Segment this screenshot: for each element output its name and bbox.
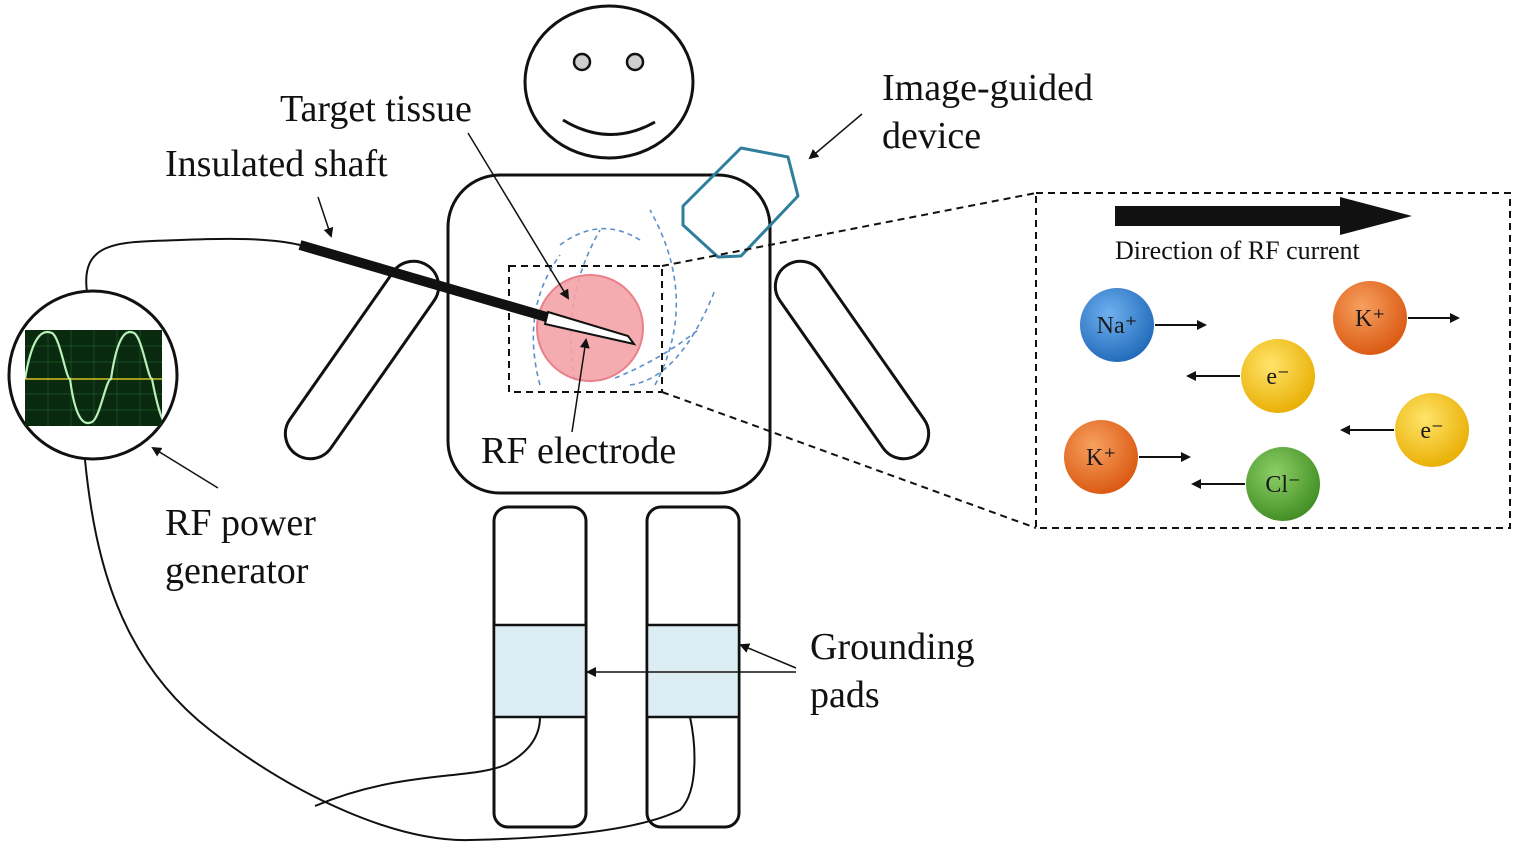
ion-1 <box>1333 281 1407 355</box>
label-rf-electrode: RF electrode <box>481 430 676 472</box>
ion-label-1: K⁺ <box>1355 306 1385 332</box>
sine-wave <box>25 330 162 425</box>
arrow-rf-electrode <box>571 338 590 433</box>
ion-label-3: e⁻ <box>1420 418 1443 444</box>
left-eye <box>572 52 592 72</box>
label-rf-power-1: RF power <box>165 502 316 544</box>
wire-pad-left <box>314 716 541 807</box>
image-guided-device <box>681 146 800 259</box>
wires <box>84 237 696 842</box>
rf-current-arrow <box>1115 197 1412 235</box>
wire-generator-to-pads <box>84 459 696 842</box>
ion-4 <box>1064 420 1138 494</box>
label-image-guided-2: device <box>882 115 981 157</box>
label-grounding-2: pads <box>810 674 880 716</box>
rf-electrode-tip <box>543 310 637 346</box>
label-insulated-shaft: Insulated shaft <box>165 143 388 185</box>
arrow-insulated-shaft <box>317 196 334 238</box>
rf-current-label: Direction of RF current <box>1115 236 1361 265</box>
pointer-arrows <box>151 113 863 677</box>
ion-inset: Direction of RF current Na⁺ K⁺ e⁻ e⁻ K⁺ Cl⁻ <box>1035 192 1511 529</box>
right-arm <box>773 259 931 461</box>
right-eye <box>625 52 645 72</box>
ions-group: Na⁺ K⁺ e⁻ e⁻ K⁺ Cl⁻ <box>1064 281 1469 521</box>
zoom-line-top <box>661 192 1037 267</box>
grounding-pad-left <box>492 623 588 719</box>
label-image-guided-1: Image-guided <box>882 67 1093 109</box>
grounding-pad-right <box>645 623 741 719</box>
rf-power-generator <box>7 289 179 461</box>
ion-5 <box>1246 447 1320 521</box>
ion-label-2: e⁻ <box>1266 364 1289 390</box>
ion-label-5: Cl⁻ <box>1265 472 1300 498</box>
insulated-shaft <box>298 240 552 323</box>
label-grounding-1: Grounding <box>810 626 975 668</box>
zoom-line-bottom <box>661 391 1037 529</box>
smile <box>562 118 656 136</box>
ion-3 <box>1395 393 1469 467</box>
label-rf-power-2: generator <box>165 550 309 592</box>
arrow-rf-power <box>151 446 219 489</box>
zoom-region-box <box>508 265 663 393</box>
arrow-grounding-right <box>739 643 797 669</box>
ion-2 <box>1241 339 1315 413</box>
wire-generator-to-shaft <box>85 237 301 293</box>
head <box>523 4 695 160</box>
ion-label-4: K⁺ <box>1086 445 1116 471</box>
label-target-tissue: Target tissue <box>280 88 472 130</box>
left-arm <box>283 259 441 461</box>
arrow-image-guided <box>808 113 863 160</box>
ion-0 <box>1080 288 1154 362</box>
arrow-target-tissue <box>467 132 570 300</box>
ion-label-0: Na⁺ <box>1097 313 1138 339</box>
